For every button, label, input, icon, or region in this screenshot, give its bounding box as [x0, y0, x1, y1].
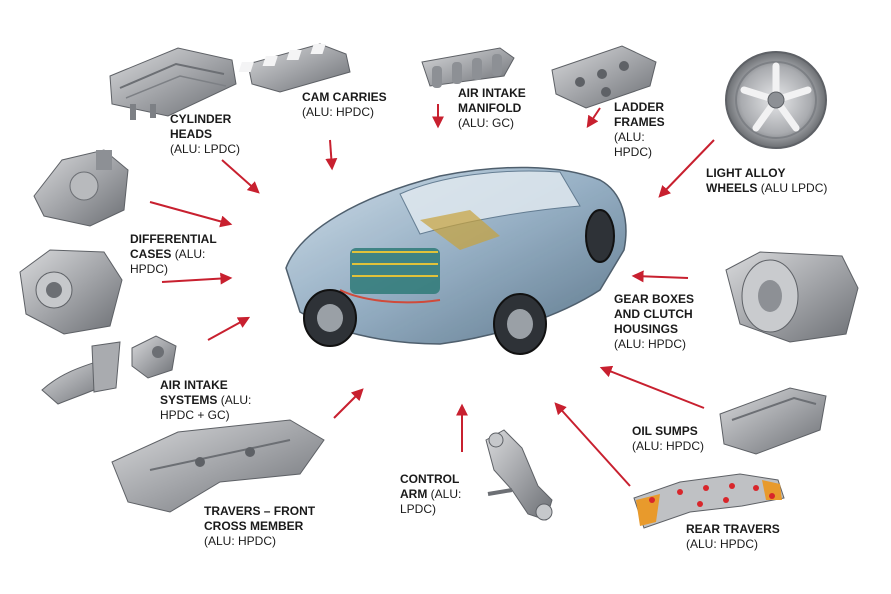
gear-boxes-title-1: GEAR BOXES — [614, 292, 695, 306]
air-intake-system-part — [41, 335, 177, 405]
light-alloy-wheels-line-2: WHEELS (ALU LPDC) — [706, 181, 827, 196]
rear-travers-spec: (ALU: HPDC) — [686, 537, 759, 551]
ladder-frames-title-1: LADDER — [614, 100, 664, 114]
label-light-alloy-wheels: LIGHT ALLOY WHEELS (ALU LPDC) — [706, 166, 827, 196]
control-arm-line-2: ARM (ALU: — [400, 487, 461, 502]
differential-cases-line-2: CASES (ALU: — [130, 247, 217, 262]
control-arm-spec-1: (ALU: — [430, 487, 462, 501]
gear-boxes-title-3: HOUSINGS — [614, 322, 679, 336]
label-air-intake-systems: AIR INTAKE SYSTEMS (ALU: HPDC + GC) — [160, 378, 251, 423]
label-air-intake-manifold: AIR INTAKE MANIFOLD (ALU: GC) — [458, 86, 526, 131]
arrow-gear-boxes — [631, 270, 689, 283]
air-intake-manifold-title-2: MANIFOLD — [458, 101, 522, 115]
cylinder-heads-spec: (ALU: LPDC) — [170, 142, 241, 156]
light-alloy-wheel-part — [725, 51, 827, 149]
cam-carrier-part — [238, 43, 351, 93]
rear-travers-title: REAR TRAVERS — [686, 522, 780, 536]
control-arm-title-2: ARM — [400, 487, 428, 501]
arrow-oil-sumps — [599, 365, 705, 409]
arrow-cylinder-heads — [221, 159, 260, 194]
front-cross-member-part — [111, 419, 325, 513]
differential-case-part-upper — [33, 149, 129, 227]
light-alloy-wheels-spec: (ALU LPDC) — [760, 181, 828, 195]
pointer-arrows — [149, 104, 715, 487]
air-intake-systems-title-2: SYSTEMS — [160, 393, 218, 407]
ladder-frames-title-2: FRAMES — [614, 115, 665, 129]
air-intake-manifold-part — [421, 47, 515, 88]
differential-cases-spec-2: HPDC) — [130, 262, 168, 276]
ladder-frame-part — [551, 45, 657, 109]
light-alloy-wheels-title-2: WHEELS — [706, 181, 758, 195]
label-control-arm: CONTROL ARM (ALU: LPDC) — [400, 472, 461, 517]
cam-carries-spec: (ALU: HPDC) — [302, 105, 375, 119]
gear-boxes-spec: (ALU: HPDC) — [614, 337, 687, 351]
label-cam-carries: CAM CARRIES (ALU: HPDC) — [302, 90, 387, 120]
label-rear-travers: REAR TRAVERS (ALU: HPDC) — [686, 522, 780, 552]
ladder-frames-spec-2: HPDC) — [614, 145, 652, 159]
label-ladder-frames: LADDER FRAMES (ALU: HPDC) — [614, 100, 665, 160]
differential-cases-title-2: CASES — [130, 247, 172, 261]
gear-box-part — [725, 251, 859, 343]
label-gear-boxes: GEAR BOXES AND CLUTCH HOUSINGS (ALU: HPD… — [614, 292, 694, 352]
oil-sumps-spec: (ALU: HPDC) — [632, 439, 705, 453]
arrow-rear-travers — [554, 402, 631, 487]
label-oil-sumps: OIL SUMPS (ALU: HPDC) — [632, 424, 704, 454]
arrow-front-cross-member — [333, 388, 364, 419]
arrow-air-intake-systems — [207, 316, 251, 341]
cylinder-heads-title: CYLINDER HEADS — [170, 112, 232, 141]
oil-sumps-title: OIL SUMPS — [632, 424, 698, 438]
label-differential-cases: DIFFERENTIAL CASES (ALU: HPDC) — [130, 232, 217, 277]
cylinder-head-part — [109, 47, 237, 120]
front-cross-member-spec: (ALU: HPDC) — [204, 534, 277, 548]
arrow-differential-lower — [161, 272, 233, 285]
differential-case-part-lower — [19, 249, 123, 335]
light-alloy-wheels-title-1: LIGHT ALLOY — [706, 166, 786, 180]
arrow-light-alloy-wheels — [658, 139, 715, 198]
air-intake-systems-spec-1: (ALU: — [220, 393, 252, 407]
control-arm-title-1: CONTROL — [400, 472, 460, 486]
car-xray-illustration — [285, 166, 627, 355]
control-arm-part — [485, 429, 553, 521]
label-front-cross-member: TRAVERS – FRONT CROSS MEMBER (ALU: HPDC) — [204, 504, 315, 549]
air-intake-manifold-title-1: AIR INTAKE — [458, 86, 526, 100]
air-intake-systems-spec-2: HPDC + GC) — [160, 408, 230, 422]
air-intake-manifold-spec: (ALU: GC) — [458, 116, 515, 130]
front-cross-member-title-2: CROSS MEMBER — [204, 519, 304, 533]
cam-carries-title: CAM CARRIES — [302, 90, 387, 104]
front-cross-member-title-1: TRAVERS – FRONT — [204, 504, 316, 518]
arrow-ladder-frames — [586, 107, 601, 128]
label-cylinder-heads: CYLINDER HEADS (ALU: LPDC) — [170, 112, 240, 157]
arrow-cam-carries — [325, 139, 338, 171]
rear-travers-part — [633, 473, 785, 529]
differential-cases-title-1: DIFFERENTIAL — [130, 232, 217, 246]
arrow-differential-upper — [149, 201, 233, 228]
oil-sump-part — [719, 387, 827, 455]
ladder-frames-spec-1: (ALU: — [614, 130, 645, 144]
control-arm-spec-2: LPDC) — [400, 502, 437, 516]
differential-cases-spec-1: (ALU: — [174, 247, 206, 261]
air-intake-systems-title-1: AIR INTAKE — [160, 378, 228, 392]
gear-boxes-title-2: AND CLUTCH — [614, 307, 693, 321]
air-intake-systems-line-2: SYSTEMS (ALU: — [160, 393, 251, 408]
